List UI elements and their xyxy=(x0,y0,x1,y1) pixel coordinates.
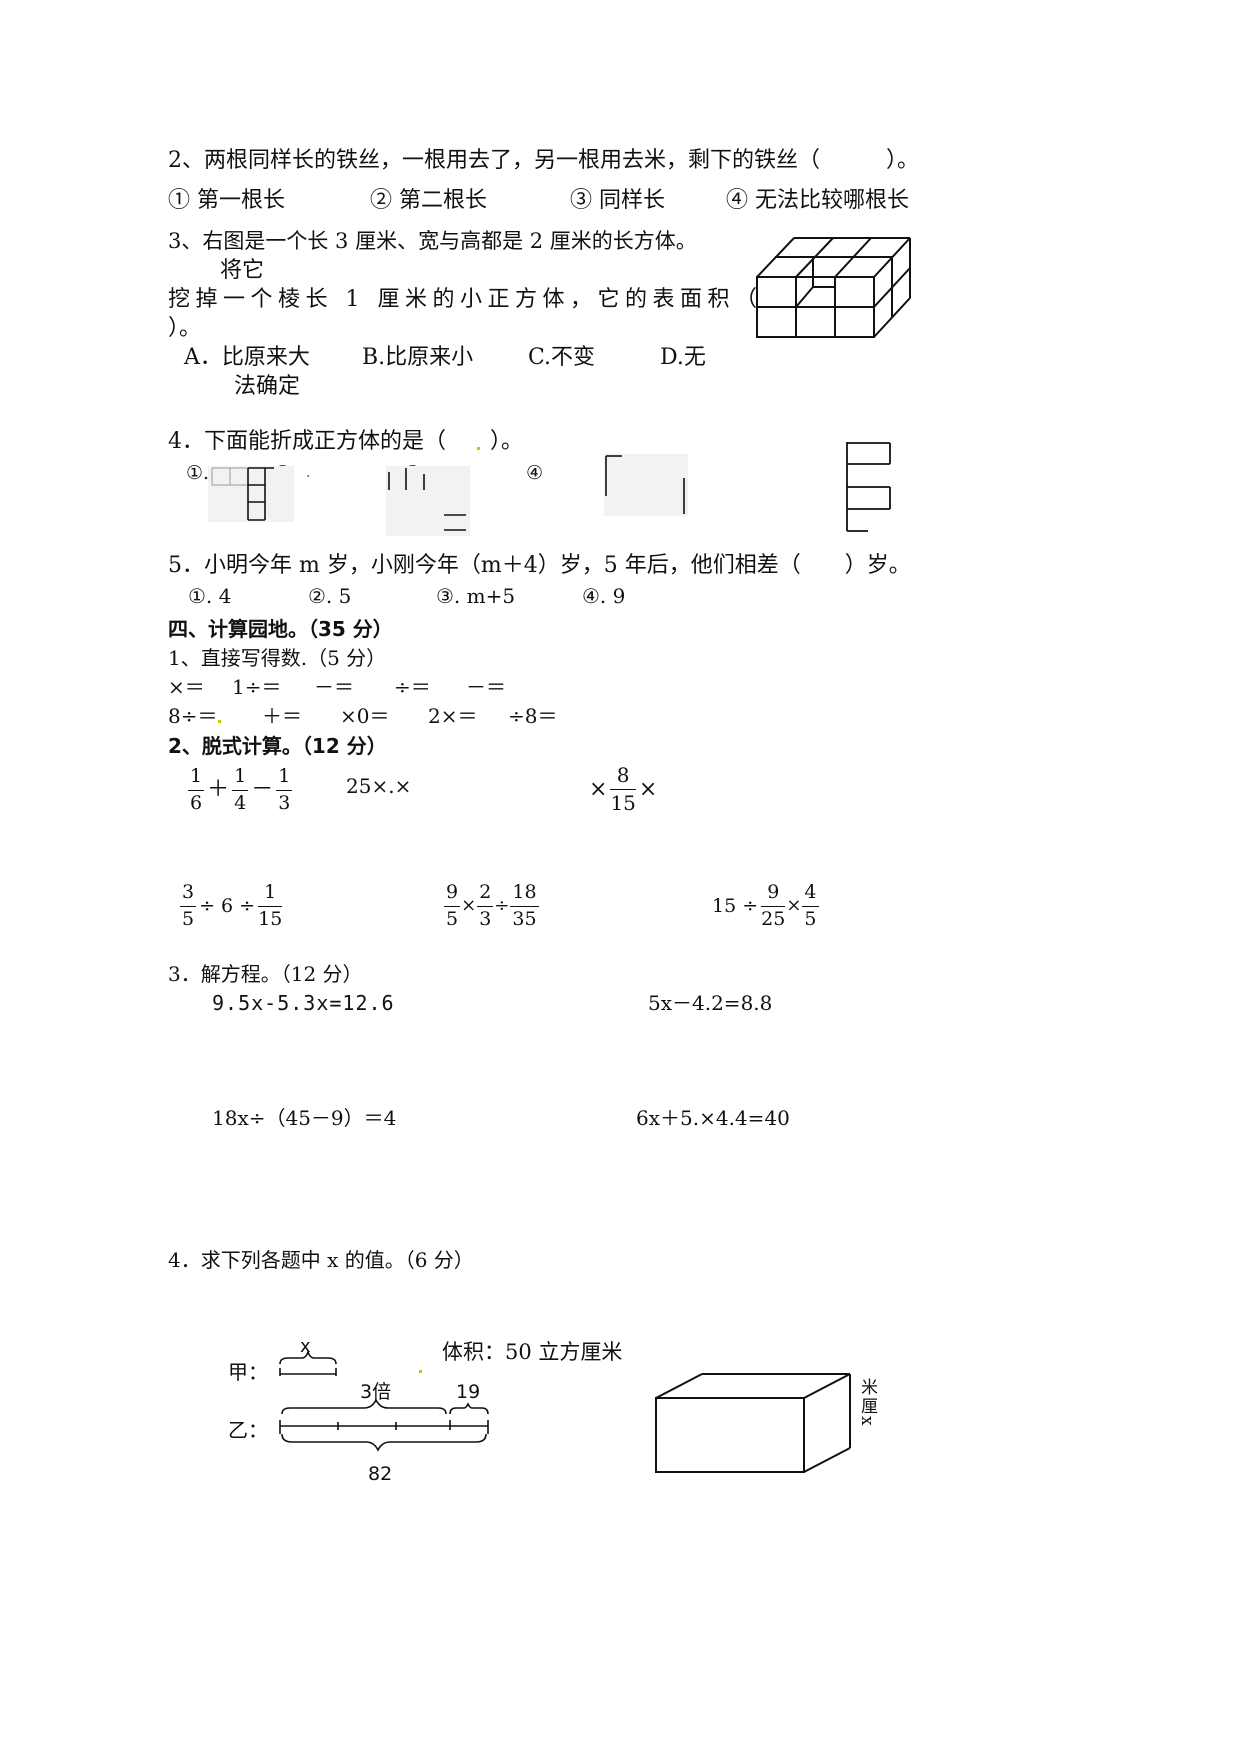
operator: ＋ xyxy=(207,777,230,803)
frac-den: 3 xyxy=(278,791,291,814)
mental-3: －＝ xyxy=(314,675,354,699)
frac-num: 3 xyxy=(180,881,197,907)
operator: － xyxy=(251,777,274,803)
q3-line3: 挖掉一个棱长 1 厘米的小正方体，它的表面积（ xyxy=(168,287,763,312)
frac-den: 5 xyxy=(804,907,817,930)
equation-4: 6x＋5.×4.4=40 xyxy=(636,1106,790,1130)
q3-line1: 3、右图是一个长 3 厘米、宽与高都是 2 厘米的长方体。 xyxy=(168,229,697,253)
q3-line2: 将它 xyxy=(220,258,265,283)
equation-1: 9.5x-5.3x=12.6 xyxy=(212,991,395,1015)
part-3-title: 3．解方程。（12 分） xyxy=(168,962,363,986)
frac-den: 15 xyxy=(258,907,283,930)
mental-8: ×0＝ xyxy=(340,704,390,728)
mental-1: ×＝ xyxy=(168,675,205,699)
cube-net-3 xyxy=(604,454,688,516)
equation-2: 5x－4.2=8.8 xyxy=(648,991,773,1015)
frac-num: 2 xyxy=(477,881,494,907)
q2-option-1: ① 第一根长 xyxy=(168,188,285,213)
q5-option-2: ②. 5 xyxy=(308,584,352,608)
q4-label-1: ①. xyxy=(186,462,210,484)
frac-num: 18 xyxy=(510,881,539,907)
operator: × xyxy=(461,895,477,917)
label-jia: 甲： xyxy=(228,1360,268,1384)
scan-dot xyxy=(477,447,480,450)
operator: 15 ÷ xyxy=(712,894,759,917)
part-1-title: 1、直接写得数.（5 分） xyxy=(168,646,387,670)
mental-6: 8÷＝ xyxy=(168,704,218,728)
cuboid-figure xyxy=(756,237,911,338)
q3-option-a: A．比原来大 xyxy=(184,345,310,370)
operator: × xyxy=(589,776,608,802)
label-82: 82 xyxy=(368,1463,393,1485)
volume-label: 体积：50 立方厘米 xyxy=(442,1340,623,1364)
mental-9: 2×＝ xyxy=(428,704,478,728)
q4-label-4: ④ xyxy=(526,462,544,484)
mental-10: ÷8＝ xyxy=(508,704,558,728)
q3-option-d: D.无 xyxy=(660,345,706,370)
frac-den: 5 xyxy=(182,907,195,930)
q5-option-4: ④. 9 xyxy=(582,584,626,608)
cube-net-2 xyxy=(386,466,470,536)
label-x: x xyxy=(300,1336,311,1357)
operator: × xyxy=(786,895,802,917)
part-4-title: 4．求下列各题中 x 的值。（6 分） xyxy=(168,1248,474,1272)
frac-num: 1 xyxy=(188,765,205,791)
expr-2: 25×.× xyxy=(346,774,412,798)
frac-den: 3 xyxy=(479,907,492,930)
part-2-title: 2、脱式计算。（12 分） xyxy=(168,734,387,758)
q3-option-d-cont: 法确定 xyxy=(234,374,301,399)
frac-den: 6 xyxy=(190,791,203,814)
mental-4: ÷＝ xyxy=(394,675,431,699)
frac-den: 25 xyxy=(761,907,786,930)
q4-stem: 4．下面能折成正方体的是（ ）。 xyxy=(168,429,523,454)
cube-net-1 xyxy=(208,466,294,522)
q5-option-3: ③. m+5 xyxy=(436,584,516,608)
frac-den: 15 xyxy=(610,791,636,815)
mental-2: 1÷＝ xyxy=(232,675,282,699)
q3-line4: ）。 xyxy=(168,316,202,341)
q5-stem: 5．小明今年 m 岁，小刚今年（m＋4）岁，5 年后，他们相差（ ）岁。 xyxy=(168,553,911,578)
q2-option-4: ④ 无法比较哪根长 xyxy=(726,188,909,213)
box-figure xyxy=(655,1373,851,1473)
frac-num: 8 xyxy=(610,764,636,790)
q5-option-1: ①. 4 xyxy=(188,584,232,608)
frac-num: 1 xyxy=(276,765,293,791)
frac-num: 1 xyxy=(232,765,249,791)
frac-den: 35 xyxy=(512,907,537,930)
section-4-title: 四、计算园地。（35 分） xyxy=(168,617,393,641)
frac-den: 5 xyxy=(446,907,459,930)
frac-num: 9 xyxy=(761,881,786,907)
label-19: 19 xyxy=(456,1381,481,1403)
cube-net-4 xyxy=(846,442,891,532)
segment-diagram xyxy=(279,1349,489,1452)
q2-option-3: ③ 同样长 xyxy=(570,188,665,213)
q3-option-b: B.比原来小 xyxy=(362,345,474,370)
scan-dot-3 xyxy=(218,720,221,723)
operator: ÷ 6 ÷ xyxy=(199,894,256,917)
mental-5: －＝ xyxy=(466,675,506,699)
q3-option-c: C.不变 xyxy=(528,345,596,370)
label-3bei: 3倍 xyxy=(360,1381,392,1403)
scan-dot-4 xyxy=(419,1370,422,1373)
q2-stem: 2、两根同样长的铁丝，一根用去了，另一根用去米，剩下的铁丝（ ）。 xyxy=(168,148,919,173)
label-yi: 乙： xyxy=(228,1418,268,1442)
equation-3: 18x÷（45－9）＝4 xyxy=(212,1106,397,1130)
mental-7: ＋＝ xyxy=(262,704,302,728)
q2-option-2: ② 第二根长 xyxy=(370,188,487,213)
scan-dot-2: . xyxy=(306,465,311,481)
operator: ÷ xyxy=(494,895,510,917)
operator: × xyxy=(638,776,658,802)
frac-num: 9 xyxy=(444,881,461,907)
box-side-label: 米厘x xyxy=(857,1378,877,1428)
frac-den: 4 xyxy=(234,791,247,814)
frac-num: 1 xyxy=(258,881,283,907)
frac-num: 4 xyxy=(802,881,819,907)
